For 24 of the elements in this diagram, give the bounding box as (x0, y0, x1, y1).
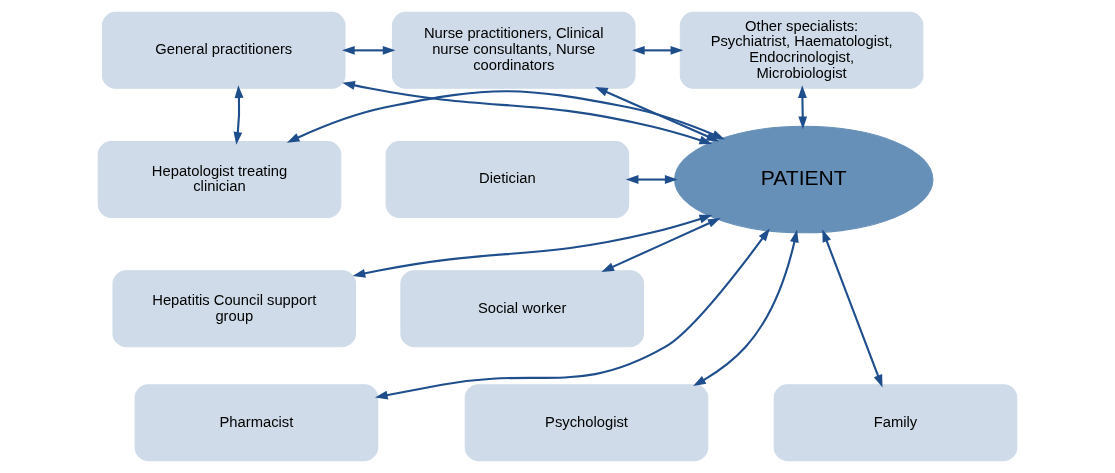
arrow (625, 175, 678, 184)
arrow (632, 45, 684, 55)
arrow (822, 229, 883, 388)
node-ellipse: PATIENT (674, 125, 934, 234)
node-box: Hepatologist treating clinician (97, 141, 342, 219)
arrow (352, 214, 713, 278)
node-box: Dietician (385, 141, 630, 219)
node-box: Psychologist (464, 384, 709, 462)
arrow (233, 85, 244, 145)
node-box: Hepatitis Council support group (112, 270, 357, 348)
node-box: Pharmacist (134, 384, 379, 462)
node-box: Other specialists: Psychiatrist, Haematologist, Endocrinologist, Microbiologist (679, 11, 924, 89)
arrow (601, 218, 721, 272)
node-box: General practitioners (101, 11, 346, 89)
node-box: Social worker (400, 270, 644, 348)
arrow (342, 81, 713, 145)
arrow (595, 87, 720, 142)
arrow (342, 45, 396, 55)
arrow (798, 85, 808, 130)
node-box: Family (773, 384, 1018, 462)
arrow (693, 229, 799, 387)
arrow (375, 228, 770, 400)
arrow (286, 90, 725, 143)
node-box: Nurse practitioners, Clinical nurse consultants, Nurse coordinators (391, 11, 636, 89)
